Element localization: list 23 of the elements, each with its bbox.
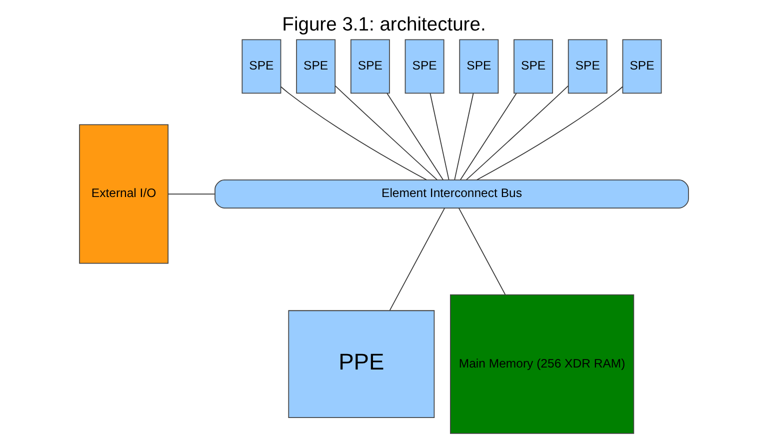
node-box: SPE [458,39,498,94]
node-box: SPE [241,39,281,94]
node-box: SPE [350,39,390,94]
connector [476,86,622,180]
connector [280,86,427,180]
connector [388,208,445,311]
connector [334,86,438,180]
node-box: PPE [288,310,434,418]
node-box: SPE [404,39,444,94]
node-box: SPE [567,39,607,94]
connector [458,208,506,295]
node-box: SPE [513,39,553,94]
node-box: External I/O [78,124,168,264]
connector [386,92,444,180]
connector [465,86,568,180]
node-box: Element Interconnect Bus [214,180,688,208]
connector [459,92,516,180]
diagram-title: Figure 3.1: architecture. [282,14,486,36]
node-box: SPE [296,39,336,94]
connector [429,92,449,180]
node-box: Main Memory (256 XDR RAM) [449,294,634,434]
connector [454,92,474,180]
node-box: SPE [622,39,662,94]
